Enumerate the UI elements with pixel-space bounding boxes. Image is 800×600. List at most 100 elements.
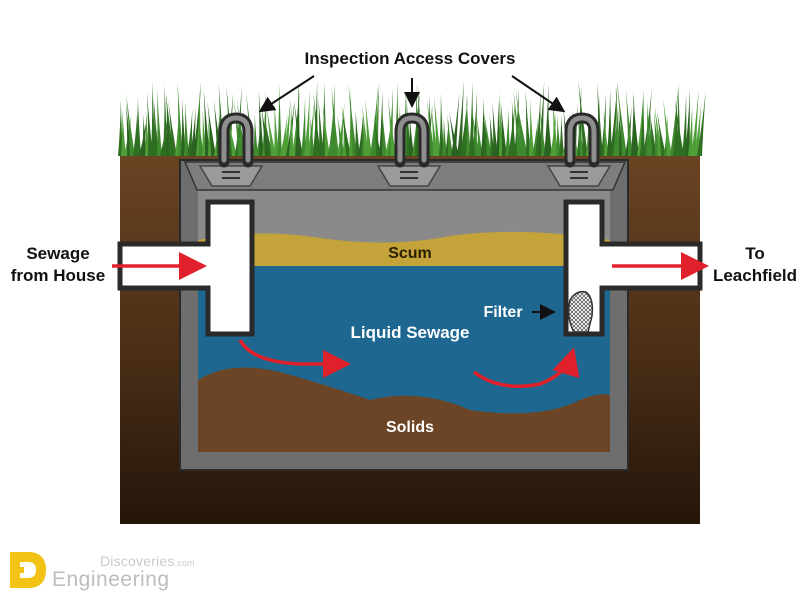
filter-icon	[567, 290, 594, 333]
grass-blade	[442, 117, 447, 156]
grass-blade	[633, 96, 639, 156]
grass-blade	[552, 95, 558, 156]
grass-blade	[258, 89, 264, 156]
grass-blade	[274, 101, 279, 156]
watermark-line1: Discoveries.com	[100, 553, 195, 569]
grass-blade	[618, 108, 624, 156]
grass-blade	[322, 103, 330, 156]
grass-blade	[663, 98, 672, 156]
grass-blade	[193, 81, 201, 156]
grass-blade	[685, 88, 690, 156]
lid-vents	[222, 171, 588, 179]
grass-blade	[471, 108, 480, 156]
grass-blade	[373, 82, 380, 156]
grass-blade	[177, 81, 183, 156]
grass-blade	[625, 89, 633, 156]
watermark-line2: Engineering	[52, 568, 170, 591]
grass-blade	[146, 92, 153, 156]
grass-blade	[235, 86, 242, 156]
grass-blade	[187, 109, 193, 156]
grass-blade	[406, 94, 411, 156]
grass-blade	[577, 117, 585, 156]
grass-blade	[656, 111, 666, 156]
grass-blade	[289, 102, 294, 156]
grass-blade	[492, 102, 498, 156]
grass-blade	[266, 106, 276, 156]
grass-blade	[373, 114, 381, 156]
grass-blade	[578, 80, 588, 156]
grass-blade	[694, 102, 702, 156]
grass-blade	[226, 86, 234, 156]
scum-label: Scum	[388, 245, 432, 262]
grass-blade	[358, 113, 364, 156]
grass-blade	[547, 102, 552, 156]
grass-blade	[355, 109, 360, 156]
grass-blade	[649, 108, 657, 156]
grass-blade	[540, 109, 546, 156]
filter-label: Filter	[483, 304, 522, 321]
grass-blade	[136, 96, 141, 156]
grass-blade	[348, 83, 357, 156]
liquid-sewage-label: Liquid Sewage	[350, 323, 469, 342]
grass-blade	[365, 99, 372, 156]
grass-blade	[280, 113, 288, 156]
grass-blade	[466, 94, 471, 156]
grass-blade	[125, 102, 132, 156]
grass-blade	[165, 93, 174, 156]
grass-blade	[387, 95, 396, 156]
grass-blade	[213, 100, 222, 156]
grass-blade	[688, 104, 693, 156]
grass-blade	[190, 107, 196, 156]
grass-blade	[292, 88, 300, 156]
grass-blade	[610, 81, 618, 156]
grass-blade	[337, 114, 345, 156]
grass-blade	[505, 108, 510, 156]
sewage-from-house-label-line2: from House	[11, 266, 105, 285]
grass-blade	[535, 91, 541, 156]
to-leachfield-label-line1: To	[745, 244, 765, 263]
grass-blade	[331, 86, 339, 156]
grass-blade	[603, 113, 609, 156]
grass-blade	[674, 99, 684, 156]
grass-blade	[615, 87, 621, 156]
grass-blade	[515, 89, 525, 156]
grass-blade	[499, 92, 504, 156]
outlet-pipe	[563, 199, 703, 337]
grass-blade	[294, 101, 303, 156]
grass-blade	[198, 117, 204, 156]
grass-blade	[233, 99, 243, 156]
grass-blade	[525, 90, 531, 156]
grass-blade	[168, 100, 177, 156]
grass-blade	[381, 107, 387, 156]
grass-blade	[153, 97, 159, 156]
lid-segments	[198, 165, 612, 187]
grass-blade	[460, 96, 468, 156]
grass-blade	[277, 83, 282, 156]
grass-blade	[640, 91, 645, 156]
grass-blade	[304, 89, 310, 156]
grass-blade	[263, 114, 273, 156]
grass-blade	[571, 102, 578, 156]
scum-layer	[198, 231, 610, 268]
grass-blade	[202, 109, 207, 156]
grass-blade	[607, 89, 612, 156]
grass-blade	[691, 89, 699, 156]
solids-layer	[198, 367, 610, 452]
grass-blade	[370, 84, 379, 156]
grass-blade	[653, 111, 660, 156]
grass-blade	[207, 101, 216, 156]
grass-blade	[310, 116, 315, 156]
grass-blade	[184, 100, 189, 156]
grass-blade	[427, 100, 435, 156]
grass-blade	[513, 90, 522, 156]
cover-handles-inner	[221, 115, 597, 163]
grass-blade	[439, 92, 444, 156]
grass-blade	[500, 100, 507, 156]
grass-blade	[156, 88, 162, 156]
grass-blade	[126, 93, 135, 156]
grass-blade	[559, 114, 564, 156]
sewage-from-house-label-line1: Sewage	[26, 244, 89, 263]
grass-blade	[654, 105, 663, 156]
grass-blade	[670, 86, 679, 156]
